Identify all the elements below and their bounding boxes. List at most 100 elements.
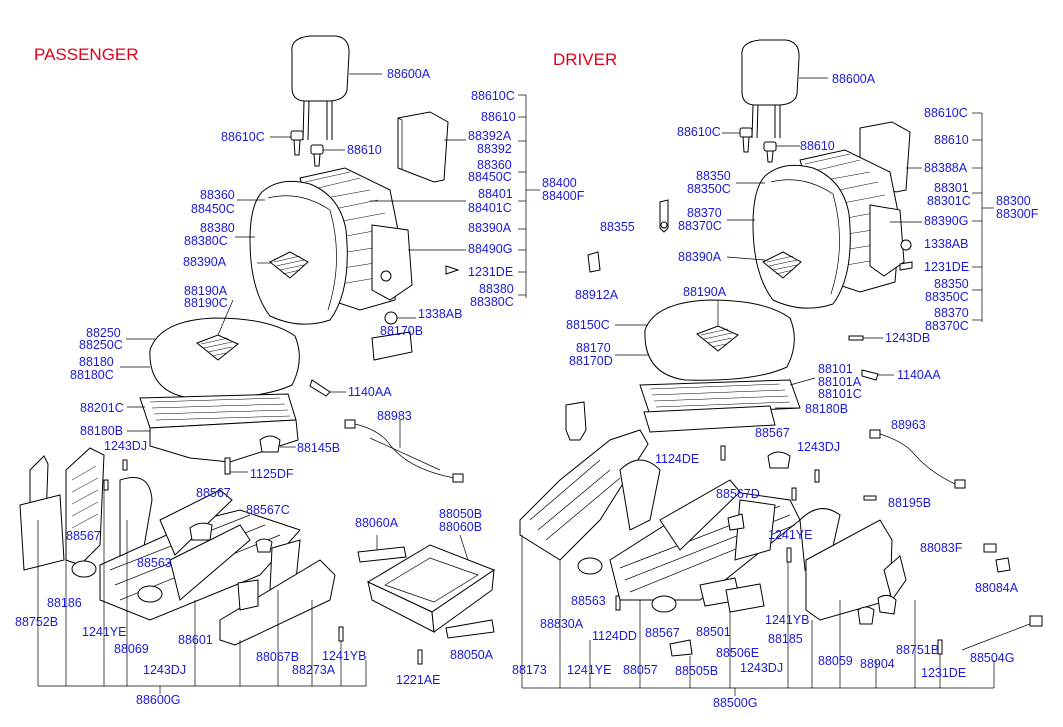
part-label: 88150C xyxy=(566,318,610,332)
driver-seat-cushion xyxy=(615,299,795,381)
part-label: 88983 xyxy=(377,409,412,423)
part-label: 88610 xyxy=(481,110,516,124)
part-label: 88450C xyxy=(468,170,512,184)
part-label: 88355 xyxy=(600,220,635,234)
part-label: 88301C xyxy=(927,194,971,208)
part-label: 88400 xyxy=(542,176,577,190)
part-label: 88273A xyxy=(292,663,336,677)
part-label: 88180 xyxy=(79,355,114,369)
part-label: 88963 xyxy=(891,418,926,432)
part-label: 1231DE xyxy=(468,265,514,279)
part-label: 1243DJ xyxy=(104,439,148,453)
part-label: 1241YE xyxy=(768,528,813,542)
part-label: 88500G xyxy=(713,696,758,710)
part-label: 88567 xyxy=(196,486,231,500)
part-label: 88201C xyxy=(80,401,124,415)
part-label: 88601 xyxy=(178,633,213,647)
part-label: 88380C xyxy=(470,295,514,309)
driver-headrest-guides xyxy=(722,127,800,163)
part-label: 88190C xyxy=(184,296,228,310)
part-label: 88401 xyxy=(478,187,513,201)
part-label: 88567 xyxy=(66,529,101,543)
part-label: 88400F xyxy=(542,189,585,203)
driver-wire-harness xyxy=(869,429,966,489)
part-label: 88370C xyxy=(925,319,969,333)
driver-fasteners xyxy=(615,261,943,655)
part-label: 88185 xyxy=(768,632,803,646)
passenger-headrest-guides xyxy=(270,130,345,167)
part-label: 88380C xyxy=(184,234,228,248)
part-label: 88506E xyxy=(716,646,760,660)
passenger-wire-harness xyxy=(344,419,464,483)
part-label: 88370 xyxy=(687,206,722,220)
part-label: 88190A xyxy=(184,284,228,298)
part-label: 88360 xyxy=(477,158,512,172)
part-label: 1125DF xyxy=(250,467,294,481)
part-label: 88300F xyxy=(996,207,1039,221)
driver-headrest xyxy=(741,39,828,139)
passenger-fasteners xyxy=(103,265,460,491)
part-label: 88490G xyxy=(468,242,513,256)
part-label: 88610 xyxy=(347,143,382,157)
passenger-back-pad xyxy=(397,111,466,183)
part-label: 88904 xyxy=(860,657,895,671)
part-label: 1241YB xyxy=(765,613,810,627)
part-label: 1243DJ xyxy=(740,661,784,675)
part-label: 88101A xyxy=(818,375,862,389)
part-label: 88501 xyxy=(696,625,731,639)
passenger-section-title: PASSENGER xyxy=(34,45,139,64)
part-label: 88830A xyxy=(540,617,584,631)
driver-bottom-lines xyxy=(521,535,995,696)
passenger-storage-tray xyxy=(357,534,496,639)
part-label: 88050A xyxy=(450,648,494,662)
part-label: 88401C xyxy=(468,201,512,215)
part-label: 1243DJ xyxy=(797,440,841,454)
passenger-seat-pan xyxy=(127,393,299,463)
part-label: 88067B xyxy=(256,650,300,664)
part-label: 88370C xyxy=(678,219,722,233)
part-label: 88390G xyxy=(924,214,969,228)
driver-track-assembly xyxy=(519,429,1043,657)
part-label: 88388A xyxy=(924,161,968,175)
part-label: 88145B xyxy=(297,441,341,455)
part-label: 88610 xyxy=(800,139,835,153)
part-label: 88301 xyxy=(934,181,969,195)
part-label: 88505B xyxy=(675,664,719,678)
part-label: 1124DE xyxy=(655,452,700,466)
part-label: 1241YE xyxy=(82,625,127,639)
driver-back-cushion xyxy=(726,164,851,309)
part-label: 88350 xyxy=(696,169,731,183)
part-label: 88186 xyxy=(47,596,82,610)
part-label: 88250 xyxy=(86,326,121,340)
part-label: 88059 xyxy=(818,654,853,668)
part-label: 88350C xyxy=(687,182,731,196)
passenger-bracket-lines xyxy=(370,94,540,298)
part-label: 88057 xyxy=(623,663,658,677)
part-label: 88101 xyxy=(818,362,853,376)
part-label: 88563 xyxy=(571,594,606,608)
part-label: 88170 xyxy=(576,341,611,355)
part-label: 88195B xyxy=(888,496,932,510)
part-label: 1140AA xyxy=(348,385,392,399)
part-label: 88504G xyxy=(970,651,1015,665)
part-label: 1124DD xyxy=(592,629,637,643)
part-label: 1241YB xyxy=(322,649,367,663)
part-label: 88180B xyxy=(805,402,849,416)
part-label: 1241YE xyxy=(567,663,612,677)
part-label: 88610C xyxy=(471,89,515,103)
part-label: 88069 xyxy=(114,642,149,656)
part-label: 88610 xyxy=(934,133,969,147)
part-label: 88380 xyxy=(200,221,235,235)
driver-seat-pan xyxy=(639,377,816,433)
part-label: 88390A xyxy=(678,250,722,264)
part-label: 88610C xyxy=(924,106,968,120)
part-label: 88450C xyxy=(191,202,235,216)
part-label: 88390A xyxy=(468,221,512,235)
part-label: 1338AB xyxy=(418,307,463,321)
part-label: 1231DE xyxy=(921,666,967,680)
part-label: 1338AB xyxy=(924,237,969,251)
part-label: 1140AA xyxy=(897,368,941,382)
part-label: 1221AE xyxy=(396,673,441,687)
